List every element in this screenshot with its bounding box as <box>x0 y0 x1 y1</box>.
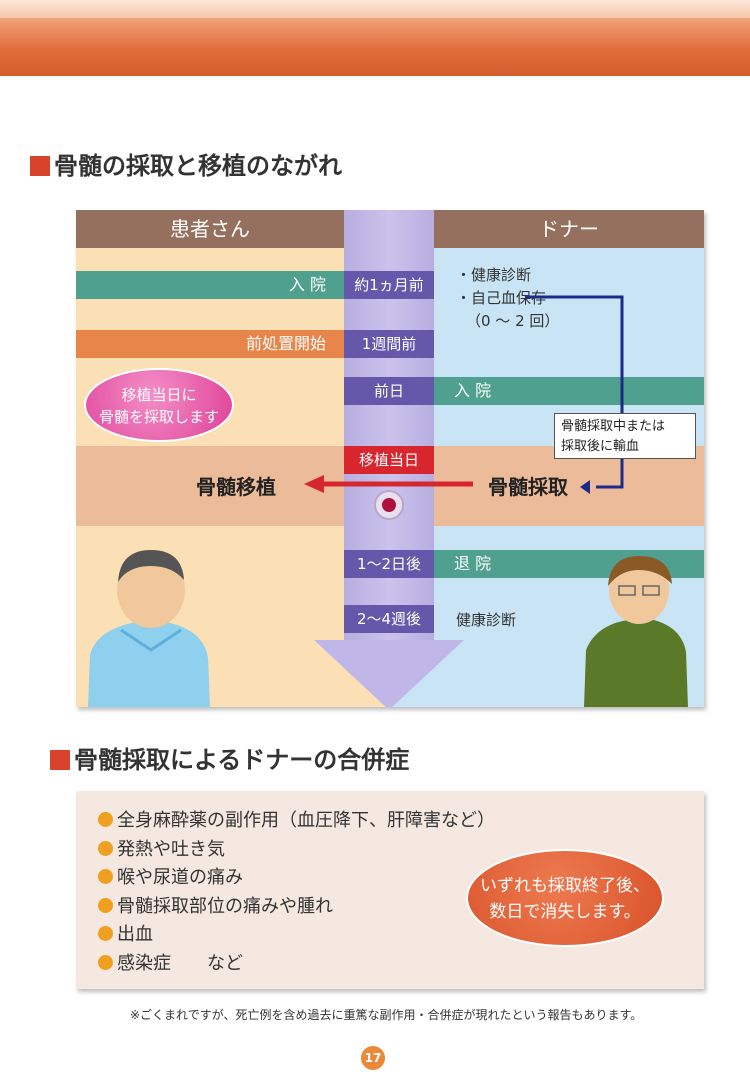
recovery-info-bubble: いずれも採取終了後、 数日で消失します。 <box>466 849 664 947</box>
patient-pretreat-bar: 前処置開始 <box>76 330 344 358</box>
timeline-arrow-head <box>314 640 464 707</box>
bullet-dot-icon <box>98 841 113 856</box>
donor-figure-icon <box>584 556 688 707</box>
list-item: 発熱や吐き気 <box>98 835 225 861</box>
patient-info-bubble: 移植当日に 骨髄を採取します <box>84 368 234 442</box>
transfusion-connector-line <box>526 295 624 489</box>
section-title-flow: 骨髄の採取と移植のながれ <box>30 146 342 181</box>
flow-diagram: 患者さん ドナー 入 院 前処置開始 入 院 退 院 約1ヵ月前 1週間前 前日… <box>76 210 704 707</box>
connector-arrow-head <box>580 480 590 494</box>
timeline-label: 約1ヵ月前 <box>344 271 434 299</box>
bullet-dot-icon <box>98 869 113 884</box>
list-item: 喉や尿道の痛み <box>98 863 243 889</box>
timeline-label: 1週間前 <box>344 330 434 358</box>
transfer-arrow-head <box>304 475 324 493</box>
bullet-dot-icon <box>98 926 113 941</box>
title-square-icon <box>30 156 50 176</box>
timeline-label: 1〜2日後 <box>344 550 434 578</box>
donor-checkup-final: 健康診断 <box>456 611 517 629</box>
bullet-dot-icon <box>98 812 113 827</box>
patient-transplant-label: 骨髄移植 <box>196 475 276 499</box>
donor-blood-store-line: ・自己血保存 <box>456 289 547 307</box>
donor-header: ドナー <box>434 210 704 248</box>
timeline-label: 2〜4週後 <box>344 605 434 633</box>
list-item: 出血 <box>98 920 153 946</box>
transfusion-note-box: 骨髄採取中または 採取後に輸血 <box>554 413 696 459</box>
list-item: 感染症 など <box>98 949 243 975</box>
bullet-dot-icon <box>98 898 113 913</box>
page-number: 17 <box>361 1046 385 1070</box>
donor-blood-count-line: （0 〜 2 回） <box>466 312 560 330</box>
patient-header: 患者さん <box>76 210 344 248</box>
top-header-band <box>0 0 750 76</box>
list-item: 骨髄採取部位の痛みや腫れ <box>98 892 333 918</box>
title-square-icon <box>50 750 70 770</box>
bullet-dot-icon <box>98 955 113 970</box>
footnote: ※ごくまれですが、死亡例を含め過去に重篤な副作用・合併症が現れたという報告もあり… <box>130 1008 643 1022</box>
timeline-label: 前日 <box>344 377 434 405</box>
flow-arrows <box>88 295 688 707</box>
timeline-label-transplant-day: 移植当日 <box>344 446 434 474</box>
patient-figure-icon <box>88 550 210 707</box>
donor-admit-bar: 入 院 <box>434 377 704 405</box>
list-item: 全身麻酔薬の副作用（血圧降下、肝障害など） <box>98 806 495 832</box>
section-title-complications: 骨髄採取によるドナーの合併症 <box>50 740 409 775</box>
donor-checkup-line: ・健康診断 <box>456 266 532 284</box>
donor-harvest-label: 骨髄採取 <box>488 475 568 499</box>
patient-admit-bar: 入 院 <box>76 271 344 299</box>
